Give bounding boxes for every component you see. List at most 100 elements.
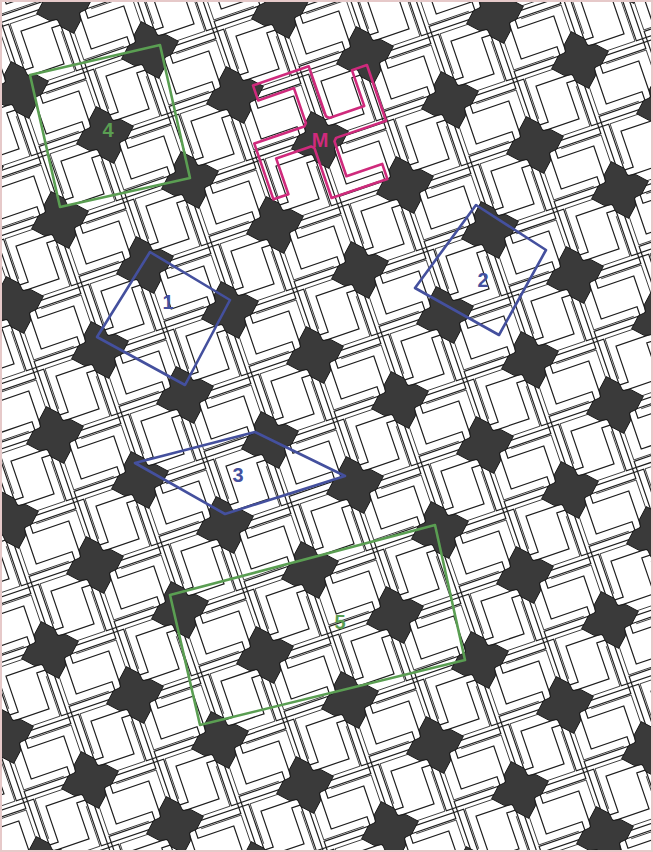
dark-tile xyxy=(152,582,209,639)
motif-inner-line xyxy=(201,815,255,852)
dark-tile xyxy=(507,117,564,174)
dark-tile xyxy=(367,587,424,644)
region-outline xyxy=(415,205,546,335)
motif-outline xyxy=(0,668,72,802)
dark-tile xyxy=(22,622,79,679)
motif-outline xyxy=(0,238,82,372)
region-outline xyxy=(97,252,230,385)
dark-tile xyxy=(0,492,38,549)
dark-tile xyxy=(467,0,524,43)
region-outline xyxy=(135,432,345,514)
motif-outline xyxy=(548,338,653,472)
dark-tile xyxy=(197,497,254,554)
motif-outline-region xyxy=(253,65,387,199)
motif-outline xyxy=(108,758,242,852)
motif-outline xyxy=(583,683,653,817)
region-number: 1 xyxy=(162,292,173,312)
motif-inner-line xyxy=(140,0,180,24)
dark-tile xyxy=(107,667,164,724)
pattern-region: 5 xyxy=(166,521,469,729)
dark-tile xyxy=(547,247,604,304)
motif-outline xyxy=(538,768,653,852)
dark-tile xyxy=(322,672,379,729)
dark-tile xyxy=(577,807,634,852)
dark-tile xyxy=(537,677,594,734)
motif-inner-line xyxy=(0,405,29,445)
dark-tile xyxy=(252,0,309,38)
dark-tile xyxy=(362,802,419,852)
region-outline-svg xyxy=(93,248,234,389)
dark-tile xyxy=(0,62,48,119)
dark-tile xyxy=(117,237,174,294)
motif-inner-line xyxy=(355,0,395,29)
dark-tile xyxy=(407,717,464,774)
region-number: 5 xyxy=(334,612,345,632)
dark-tile xyxy=(372,372,429,429)
dark-tile xyxy=(497,547,554,604)
dark-tile xyxy=(582,592,639,649)
pattern-region: 3 xyxy=(131,428,349,518)
dark-tile xyxy=(457,417,514,474)
motif-outline xyxy=(213,0,347,77)
dark-tile xyxy=(502,332,559,389)
motif-outline xyxy=(0,583,117,717)
region-outline-svg xyxy=(166,521,469,729)
dark-tile xyxy=(32,192,89,249)
pattern-region: 2 xyxy=(411,201,550,339)
dark-tile xyxy=(632,292,653,349)
motif-inner-line xyxy=(275,811,315,852)
dark-tile xyxy=(492,762,549,819)
dark-tile xyxy=(637,77,653,134)
motif-inner-line xyxy=(601,265,653,305)
dark-tile xyxy=(77,107,134,164)
region-number: 2 xyxy=(477,270,488,290)
motif-outline xyxy=(323,763,457,852)
dark-tile xyxy=(0,277,43,334)
dark-tile xyxy=(332,242,389,299)
pattern-region: M xyxy=(249,61,391,203)
motif-outline xyxy=(553,123,653,257)
dark-tile xyxy=(162,152,219,209)
motif-inner-line xyxy=(490,816,530,852)
motif-outline xyxy=(453,723,587,852)
dark-tile xyxy=(247,197,304,254)
dark-tile xyxy=(422,72,479,129)
motif-inner-line xyxy=(636,610,653,650)
dark-tile xyxy=(592,162,649,219)
motif-inner-line xyxy=(0,620,24,660)
motif-inner-line xyxy=(0,0,39,15)
dark-tile xyxy=(27,407,84,464)
dark-tile xyxy=(287,327,344,384)
motif-outline xyxy=(0,453,77,587)
motif-inner-line xyxy=(60,806,100,852)
motif-outline xyxy=(298,0,432,122)
motif-outline xyxy=(543,553,653,687)
dark-tile xyxy=(0,707,33,764)
region-number: M xyxy=(312,130,329,150)
dark-tile xyxy=(17,837,74,852)
motif-inner-line xyxy=(0,835,19,852)
dark-tile xyxy=(122,22,179,79)
dark-tile xyxy=(67,537,124,594)
dark-tile xyxy=(627,507,653,564)
motif-inner-line xyxy=(630,0,653,30)
dark-tile xyxy=(622,722,653,779)
dark-tile xyxy=(112,452,169,509)
motif-outline xyxy=(598,38,653,172)
motif-outline xyxy=(588,468,653,602)
dark-tile xyxy=(202,282,259,339)
motif-outline xyxy=(0,368,122,502)
pattern-region: 1 xyxy=(93,248,234,389)
dark-tile xyxy=(277,757,334,814)
motif-inner-line xyxy=(606,50,653,90)
region-number: 3 xyxy=(232,465,243,485)
dark-tile xyxy=(542,462,599,519)
dark-tile xyxy=(237,627,294,684)
region-number: 4 xyxy=(102,120,113,140)
